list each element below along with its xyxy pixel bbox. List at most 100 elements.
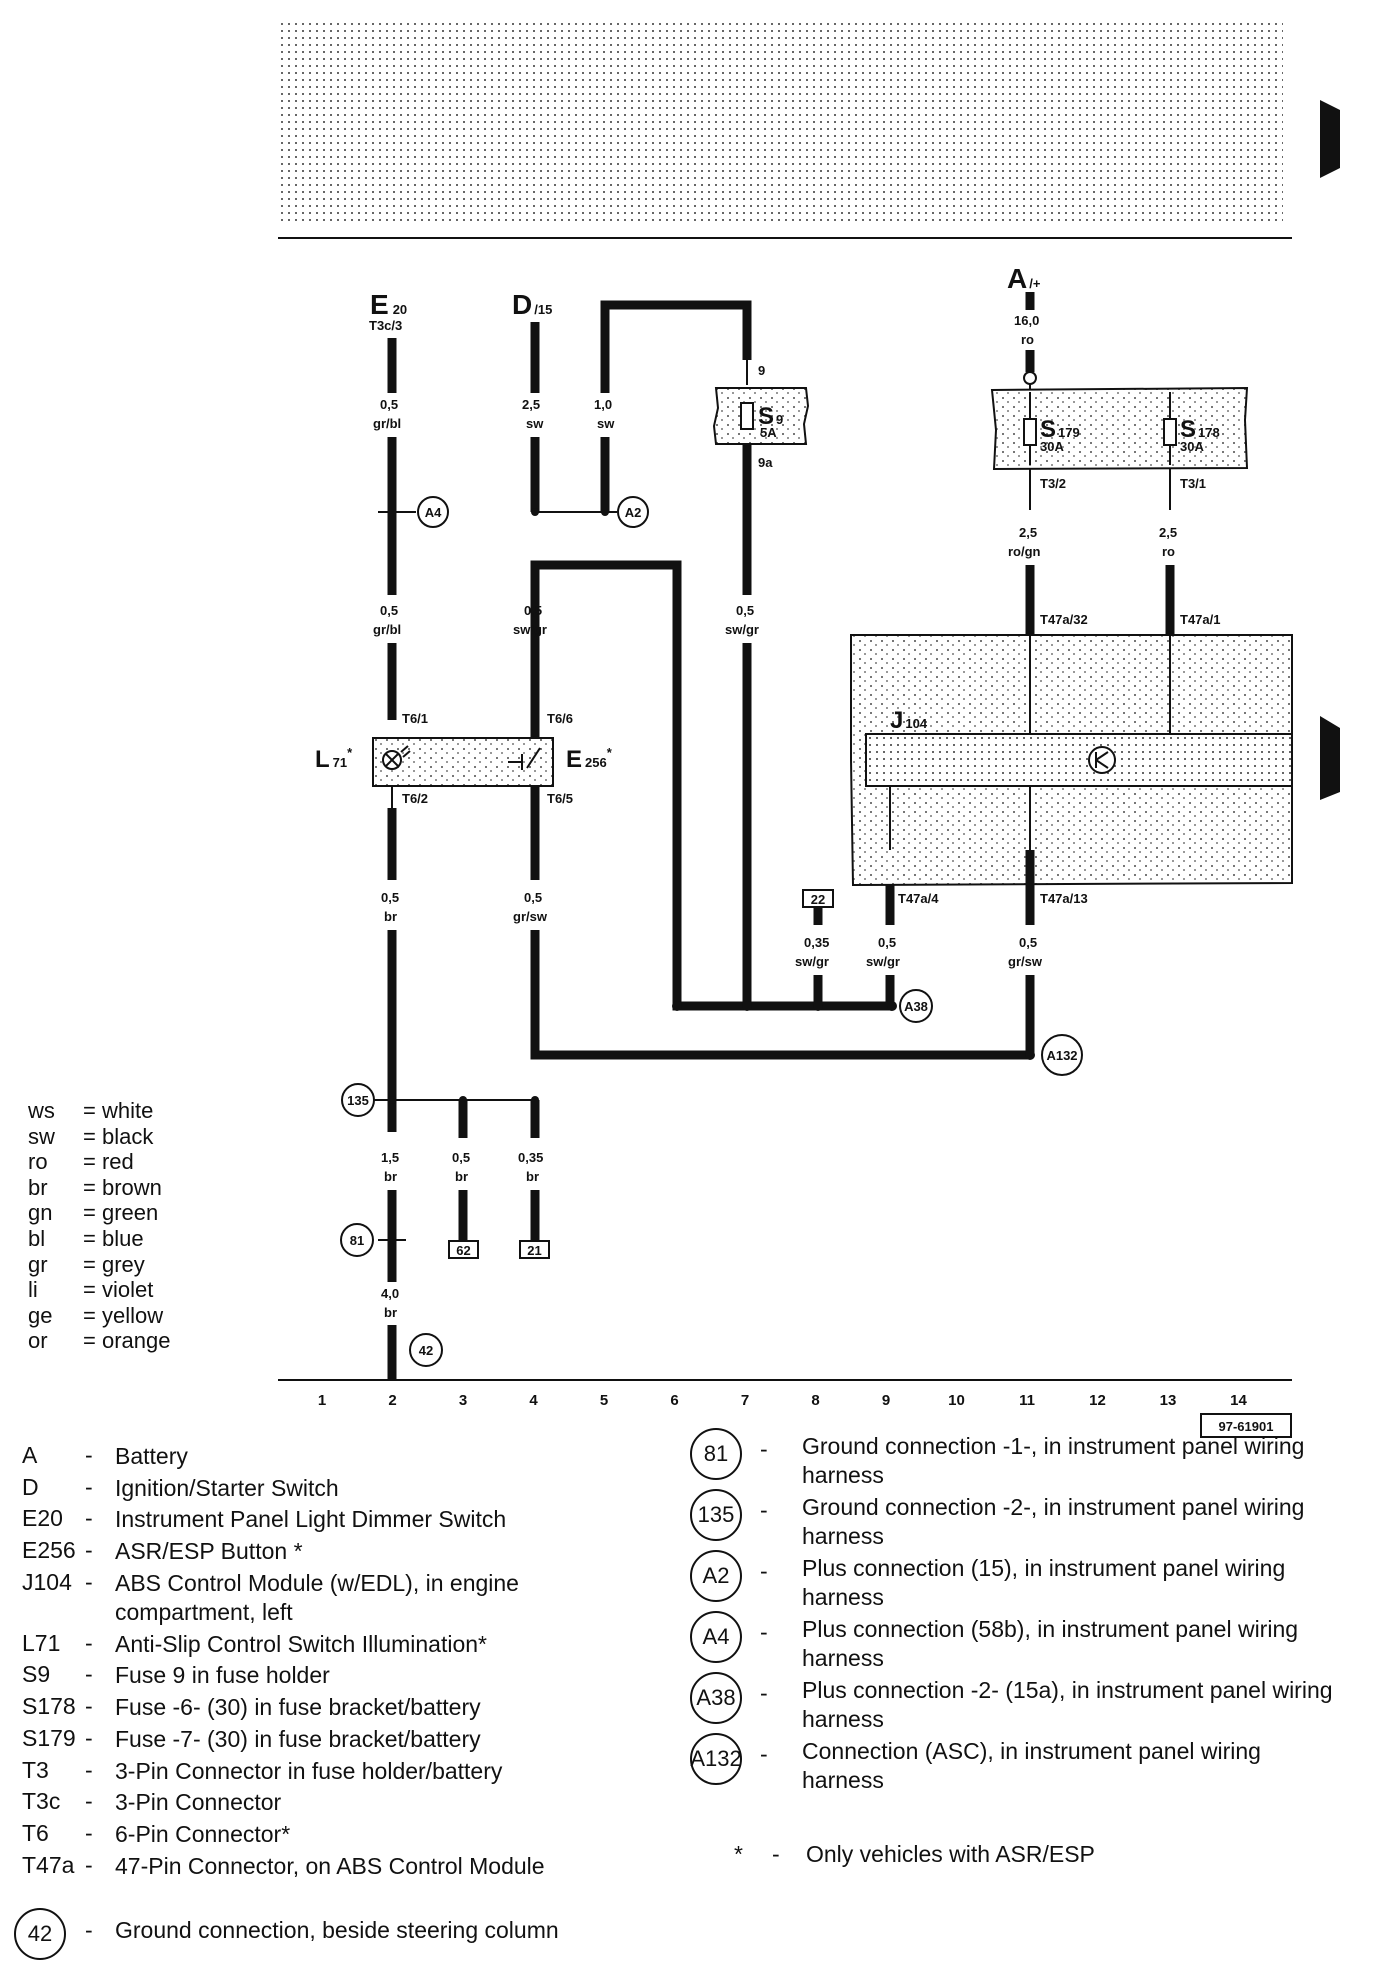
color-key-row: li = violet [28,1277,170,1303]
l71-pin-in: T6/1 [402,711,428,726]
ref-62: 62 [448,1240,479,1259]
s9-pin-in: 9 [758,363,765,378]
legend-desc: Fuse -6- (30) in fuse bracket/battery [115,1694,481,1721]
connector-a38: A38 [899,989,933,1023]
dash: - [760,1497,768,1523]
wire-l71-bot-color: br [384,909,397,924]
color-key-row: ws= white [28,1098,170,1124]
legend-code: L71 [22,1629,61,1656]
l71-pin-out: T6/2 [402,791,428,806]
wire-d15-size: 2,5 [522,397,540,412]
legend-desc: ASR/ESP Button * [115,1538,303,1565]
color-key-row: or= orange [28,1328,170,1354]
wire-s179-size: 2,5 [1019,525,1037,540]
wire-e256-bot [530,930,1030,1060]
wire-e20-mid-color: gr/bl [373,622,401,637]
lamp-icon [382,745,411,770]
d15-terminal: D/15 [512,289,552,320]
column-number: 2 [388,1392,396,1409]
connection-symbol: A132 [690,1733,742,1785]
connection-symbol: 135 [690,1489,742,1541]
abs-module-inner [865,733,1293,787]
connection-legend-row: 135- Ground connection -2-, in instrument… [690,1489,1356,1550]
connector-42: 42 [409,1333,443,1367]
svg-text:A2: A2 [625,505,642,520]
connection-legend-row: A4-Plus connection (58b), in instrument … [690,1611,1356,1672]
column-number: 6 [670,1392,678,1409]
column-number: 14 [1230,1392,1247,1409]
wire-d15-color: sw [526,416,544,431]
battery-wire-color: ro [1021,332,1034,347]
legend-code: D [22,1473,39,1500]
legend-desc: ABS Control Module (w/EDL), in engine co… [115,1569,519,1625]
color-name: = red [83,1149,134,1175]
j104-pin1: T47a/1 [1180,612,1220,627]
legend-desc: Anti-Slip Control Switch Illumination* [115,1630,487,1657]
dash: - [85,1756,93,1783]
column-number: 7 [741,1392,749,1409]
color-name: = orange [83,1328,171,1354]
color-name: = grey [83,1251,145,1277]
wire-gnd-main-size: 1,5 [381,1150,399,1165]
wire-s178-color: ro [1162,544,1175,559]
s9-pin-out: 9a [758,455,773,470]
battery-wire-size: 16,0 [1014,313,1039,328]
connection-desc: Connection (ASC), in instrument panel wi… [802,1738,1261,1793]
color-abbr: ws [28,1098,55,1123]
dash: - [85,1661,93,1688]
color-key-row: ro = red [28,1149,170,1175]
legend-code: T6 [22,1819,49,1846]
color-key-row: br = brown [28,1175,170,1201]
dash: - [760,1558,768,1584]
dash: - [760,1436,768,1462]
legend-desc: 6-Pin Connector* [115,1820,291,1847]
ref-21: 21 [519,1240,550,1259]
fuse-icon [740,402,754,430]
wire-gnd4-size: 0,35 [518,1150,543,1165]
connection-desc: Ground connection -1-, in instrument pan… [802,1433,1305,1488]
connection-desc: Ground connection -2-, in instrument pan… [802,1494,1305,1549]
color-key-row: gn= green [28,1200,170,1226]
column-number: 3 [459,1392,467,1409]
color-abbr: li [28,1277,38,1303]
dash: - [85,1693,93,1720]
column-number: 8 [811,1392,819,1409]
dash: - [760,1680,768,1706]
wire-a2-color: sw [597,416,615,431]
wire-c8-color: sw/gr [795,954,829,969]
column-number: 4 [529,1392,538,1409]
color-name: = brown [83,1174,162,1200]
s179-pin-out: T3/2 [1040,476,1066,491]
fuse-icon [1163,418,1177,446]
s179-rating: 30A [1040,439,1064,454]
color-name: = violet [83,1277,154,1303]
footnote-desc: Only vehicles with ASR/ESP [806,1841,1095,1867]
connection-symbol: 81 [690,1428,742,1480]
dash: - [85,1505,93,1532]
legend-desc: Fuse -7- (30) in fuse bracket/battery [115,1725,481,1752]
color-abbr: br [28,1174,48,1200]
e256-pin-in: T6/6 [547,711,573,726]
dash: - [85,1917,93,1943]
connector-a4: A4 [417,496,449,528]
legend-code: T3c [22,1788,61,1815]
wire-e256-loop [530,560,892,1011]
s9-rating: 5A [760,425,777,440]
legend-code: S178 [22,1693,76,1720]
color-name: = black [83,1123,154,1149]
legend-desc: Ignition/Starter Switch [115,1474,339,1501]
ref-22: 22 [802,889,834,908]
connection-symbol: A2 [690,1550,742,1602]
legend-desc: Battery [115,1443,188,1469]
color-abbr: ro [28,1149,48,1175]
s178-rating: 30A [1180,439,1204,454]
e256-pin-out: T6/5 [547,791,573,806]
color-abbr: sw [28,1123,55,1149]
color-abbr: bl [28,1225,46,1251]
